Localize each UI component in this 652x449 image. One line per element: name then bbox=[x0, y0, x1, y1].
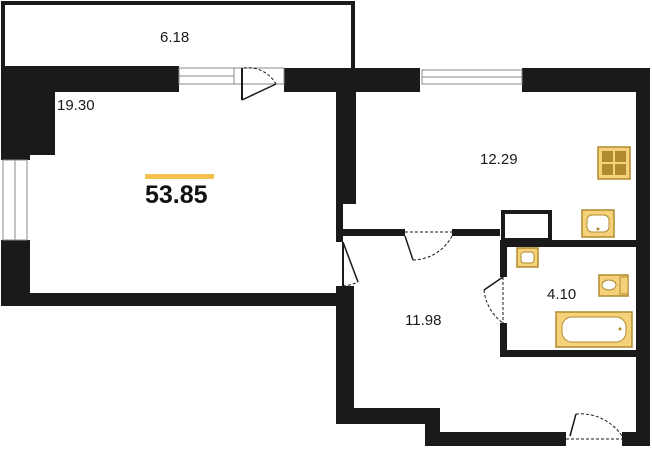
door-swing-icon bbox=[483, 276, 504, 324]
hallway-area-label: 11.98 bbox=[405, 312, 442, 329]
balcony-wall-top bbox=[1, 1, 354, 5]
balcony-wall-left bbox=[1, 1, 5, 69]
kitchen-bath-wall bbox=[500, 240, 650, 247]
kitchen-area-label: 12.29 bbox=[480, 151, 518, 168]
door-swing-icon bbox=[566, 413, 623, 440]
door-swing-icon bbox=[342, 241, 359, 287]
hallway-bottom-wall bbox=[336, 408, 566, 446]
door-swing-icon bbox=[233, 67, 285, 101]
total-area-accent-bar bbox=[145, 174, 214, 179]
bath-bottom-wall bbox=[500, 350, 643, 357]
top-wall-right bbox=[522, 68, 650, 92]
living-room-area-label: 19.30 bbox=[57, 97, 95, 114]
kitchen-hall-wall-a bbox=[343, 229, 405, 236]
balcony-wall-right bbox=[351, 1, 355, 69]
bathtub-icon bbox=[555, 311, 633, 348]
bathroom-area-label: 4.10 bbox=[547, 286, 577, 303]
pier-wall bbox=[336, 92, 356, 204]
door-swing-icon bbox=[404, 231, 453, 261]
washbasin-icon bbox=[516, 247, 539, 268]
kitchen-cabinet bbox=[501, 210, 552, 242]
bath-west-wall-lower bbox=[500, 323, 507, 357]
right-wall bbox=[636, 68, 650, 446]
toilet-icon bbox=[598, 274, 629, 297]
bottom-right-wall bbox=[622, 432, 650, 446]
top-wall-mid bbox=[284, 68, 420, 92]
bath-west-wall bbox=[500, 240, 507, 277]
hallway-west-wall bbox=[336, 286, 354, 424]
left-wall-block bbox=[1, 66, 55, 160]
balcony-area-label: 6.18 bbox=[160, 29, 190, 46]
sink-icon bbox=[581, 209, 615, 238]
window-icon bbox=[2, 67, 523, 241]
stove-icon bbox=[597, 146, 631, 180]
living-bottom-wall bbox=[1, 293, 342, 306]
kitchen-hall-wall-b bbox=[452, 229, 500, 236]
total-area-value: 53.85 bbox=[145, 181, 208, 209]
